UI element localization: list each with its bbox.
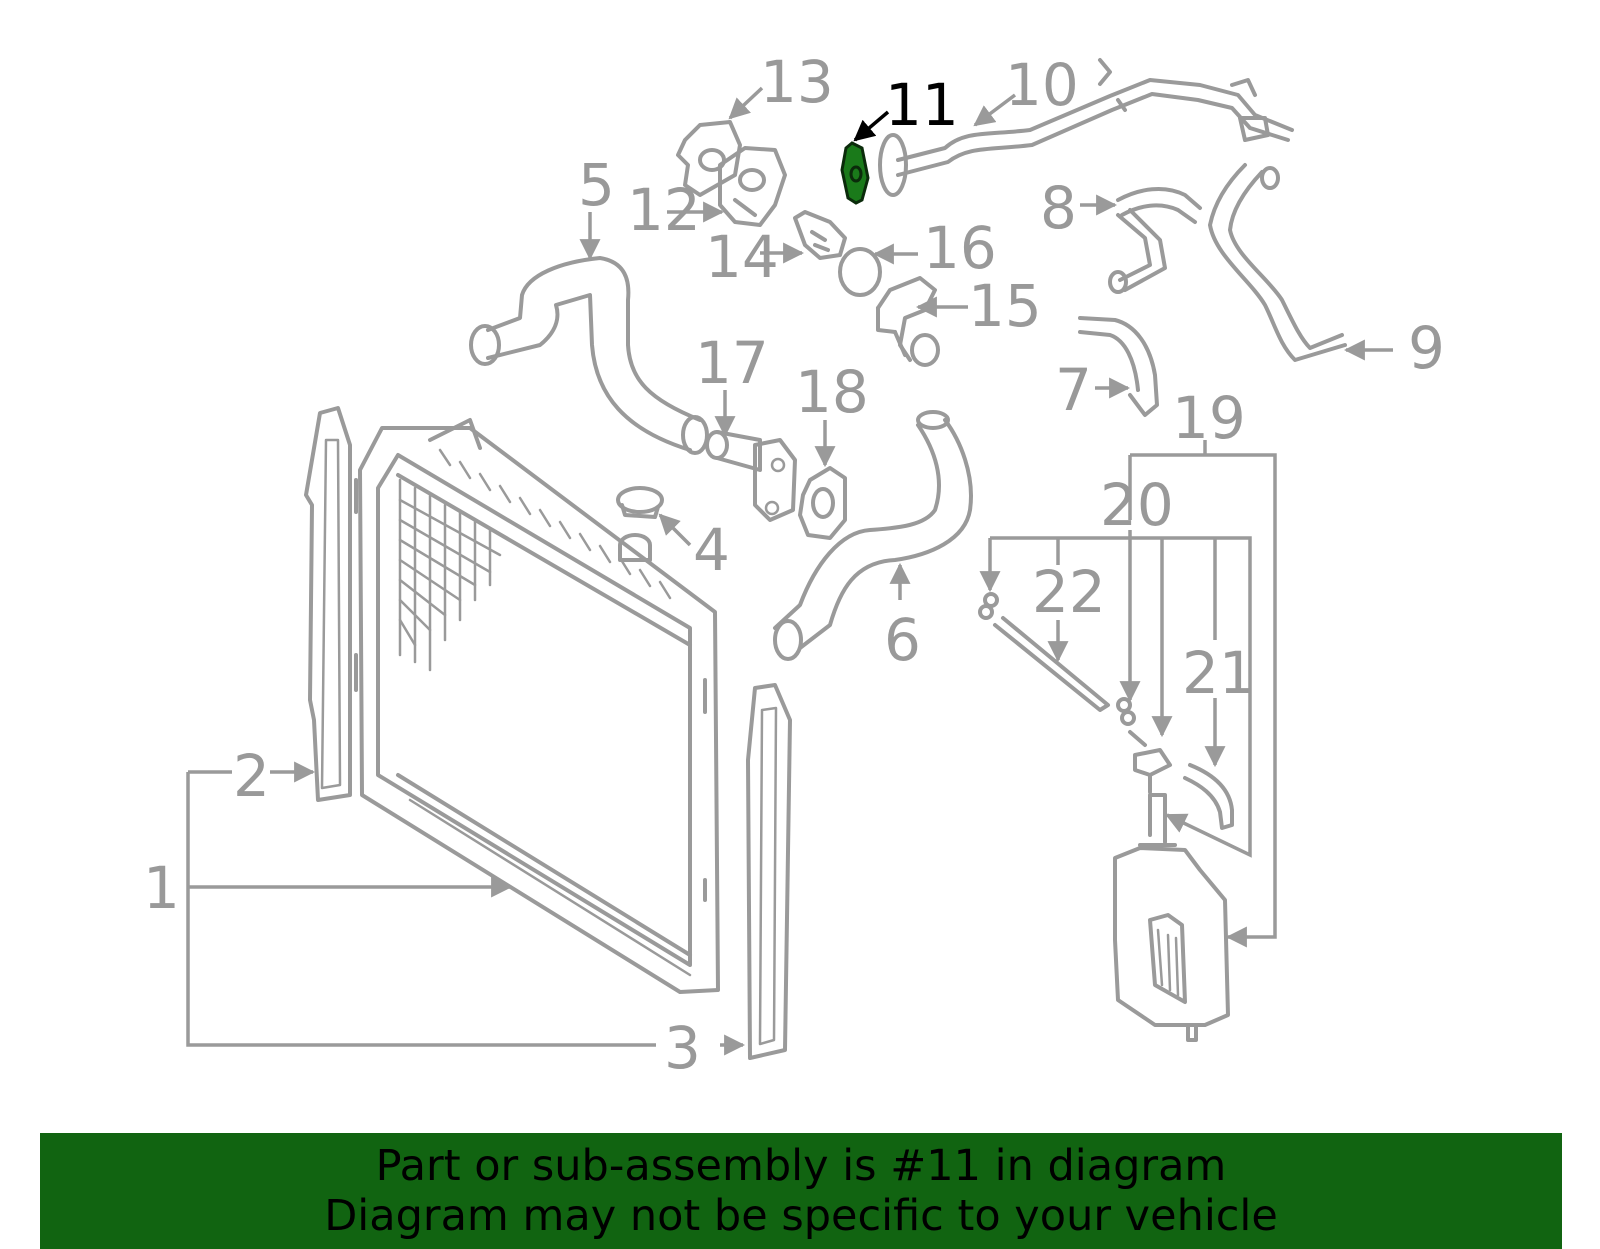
thermostat[interactable] xyxy=(793,210,847,260)
radiator-hose-lower[interactable] xyxy=(773,410,973,661)
callout-10[interactable]: 10 xyxy=(1005,51,1079,119)
callout-1[interactable]: 1 xyxy=(143,854,180,922)
radiator-seal-right[interactable] xyxy=(746,683,792,1060)
water-bypass-pipe[interactable] xyxy=(878,58,1294,197)
callout-4[interactable]: 4 xyxy=(693,516,730,584)
banner-line-1: Part or sub-assembly is #11 in diagram xyxy=(375,1141,1227,1191)
radiator[interactable] xyxy=(354,418,720,994)
water-hose-9[interactable] xyxy=(1208,163,1347,362)
callout-11[interactable]: 11 xyxy=(885,71,959,139)
water-inlet-17[interactable] xyxy=(705,430,797,522)
coolant-reservoir[interactable] xyxy=(1113,793,1230,1042)
callout-14[interactable]: 14 xyxy=(705,223,779,291)
gasket-11-highlighted[interactable] xyxy=(840,141,870,205)
callout-16[interactable]: 16 xyxy=(923,214,997,282)
callout-18[interactable]: 18 xyxy=(795,358,869,426)
callout-8[interactable]: 8 xyxy=(1040,174,1077,242)
callout-7[interactable]: 7 xyxy=(1055,356,1092,424)
banner-line-2: Diagram may not be specific to your vehi… xyxy=(324,1191,1278,1241)
callout-19[interactable]: 19 xyxy=(1172,384,1246,452)
callout-21[interactable]: 21 xyxy=(1182,639,1256,707)
leader-lines xyxy=(186,86,1393,1056)
reservoir-cap[interactable] xyxy=(1128,730,1172,794)
bypass-hose-7[interactable] xyxy=(1078,316,1159,417)
water-outlet-12[interactable] xyxy=(718,146,787,227)
reservoir-hose-21[interactable] xyxy=(1183,763,1234,830)
radiator-hose-upper[interactable] xyxy=(469,256,709,455)
callout-17[interactable]: 17 xyxy=(695,329,769,397)
callout-6[interactable]: 6 xyxy=(884,606,921,674)
callout-20[interactable]: 20 xyxy=(1100,471,1174,539)
callout-2[interactable]: 2 xyxy=(233,742,270,810)
callout-5[interactable]: 5 xyxy=(578,151,615,219)
callout-labels: 1 2 3 4 5 6 7 8 9 10 11 12 13 14 15 16 1… xyxy=(143,48,1445,1082)
callout-15[interactable]: 15 xyxy=(968,272,1042,340)
radiator-seal-left[interactable] xyxy=(304,406,352,802)
o-ring-16[interactable] xyxy=(838,247,882,297)
callout-13[interactable]: 13 xyxy=(760,48,834,116)
radiator-cap[interactable] xyxy=(616,486,664,519)
part-info-banner: Part or sub-assembly is #11 in diagram D… xyxy=(40,1133,1562,1249)
callout-12[interactable]: 12 xyxy=(627,176,701,244)
callout-9[interactable]: 9 xyxy=(1408,314,1445,382)
water-hose-8[interactable] xyxy=(1108,187,1202,294)
callout-3[interactable]: 3 xyxy=(664,1014,701,1082)
callout-22[interactable]: 22 xyxy=(1032,558,1106,626)
water-inlet-15[interactable] xyxy=(876,276,940,367)
gasket-18[interactable] xyxy=(798,466,847,540)
